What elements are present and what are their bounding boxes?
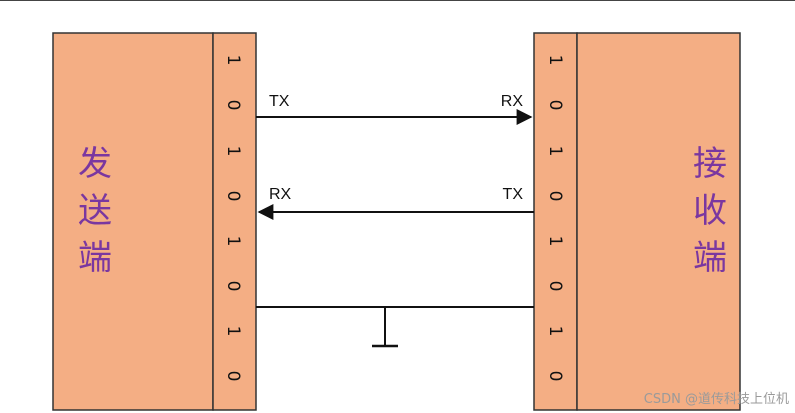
sender-bit: 0 <box>223 100 243 111</box>
receiver-tx-label: TX <box>503 186 524 203</box>
receiver-label-char-3: 端 <box>693 238 727 278</box>
receiver-bit-column <box>533 32 578 411</box>
sender-label-char-3: 端 <box>78 238 112 278</box>
receiver-label-char-2: 收 <box>693 191 727 231</box>
watermark: CSDN @道传科技上位机 <box>643 392 789 407</box>
sender-bit: 0 <box>223 191 243 202</box>
receiver-bit: 0 <box>545 281 565 292</box>
receiver-bit: 0 <box>545 191 565 202</box>
sender-tx-label: TX <box>269 93 290 110</box>
sender-bit: 1 <box>223 55 243 66</box>
sender-bit: 0 <box>223 371 243 382</box>
top-border <box>0 0 795 1</box>
sender-bit: 1 <box>223 326 243 337</box>
receiver-rx-label: RX <box>501 93 524 110</box>
receiver-label-char-1: 接 <box>693 144 727 184</box>
sender-bit: 1 <box>223 146 243 157</box>
sender-bit: 1 <box>223 236 243 247</box>
sender-rx-label: RX <box>269 186 292 203</box>
ground-icon <box>372 307 398 348</box>
receiver-bit: 1 <box>545 326 565 337</box>
sender-bit: 0 <box>223 281 243 292</box>
sender-block <box>52 32 214 411</box>
receiver-block <box>576 32 741 411</box>
sender-bits: 1 0 1 0 1 0 1 0 <box>223 55 243 382</box>
receiver-bit: 1 <box>545 146 565 157</box>
receiver-bit: 1 <box>545 55 565 66</box>
receiver-bit: 0 <box>545 100 565 111</box>
receiver-bits: 1 0 1 0 1 0 1 0 <box>545 55 565 382</box>
sender-label-char-2: 送 <box>78 191 112 231</box>
sender-label-char-1: 发 <box>78 144 112 184</box>
sender-bit-column <box>212 32 257 411</box>
receiver-bit: 0 <box>545 371 565 382</box>
receiver-bit: 1 <box>545 236 565 247</box>
